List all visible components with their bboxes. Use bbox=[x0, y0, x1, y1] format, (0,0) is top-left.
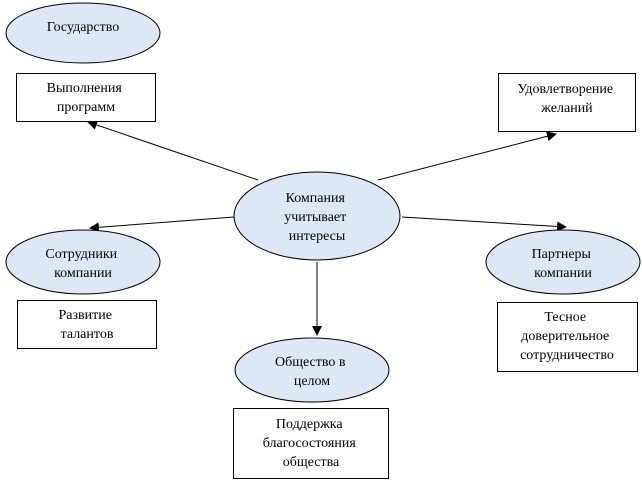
employees-ellipse-label: Сотрудники компании bbox=[45, 247, 120, 281]
edge-center-to-partners bbox=[401, 216, 567, 232]
society-box-label: Поддержка благосостояния общества bbox=[263, 417, 360, 470]
state-ellipse-label: Государство bbox=[47, 20, 120, 35]
node-state: Государство Выполнения программ bbox=[5, 2, 161, 122]
node-society: Общество в целом Поддержка благосостояни… bbox=[233, 337, 390, 479]
edge-center-to-desires bbox=[377, 131, 557, 181]
edge-center-to-employees bbox=[89, 216, 235, 233]
state-box-label: Выполнения программ bbox=[47, 81, 126, 115]
edge-center-to-state bbox=[87, 120, 259, 181]
partners-box-label: Тесное доверительное сотрудничество bbox=[520, 310, 614, 363]
center-label: Компания учитывает интересы bbox=[284, 191, 350, 244]
employees-box-label: Развитие талантов bbox=[59, 308, 116, 342]
desires-box-label: Удовлетворение желаний bbox=[517, 82, 616, 116]
node-desires: Удовлетворение желаний bbox=[498, 73, 636, 132]
node-partners: Партнеры компании Тесное доверительное с… bbox=[485, 229, 641, 372]
node-employees: Сотрудники компании Развитие талантов bbox=[5, 229, 161, 349]
society-ellipse-label: Общество в целом bbox=[275, 355, 349, 389]
partners-ellipse-label: Партнеры компании bbox=[532, 247, 595, 281]
center-node: Компания учитывает интересы bbox=[233, 171, 401, 261]
